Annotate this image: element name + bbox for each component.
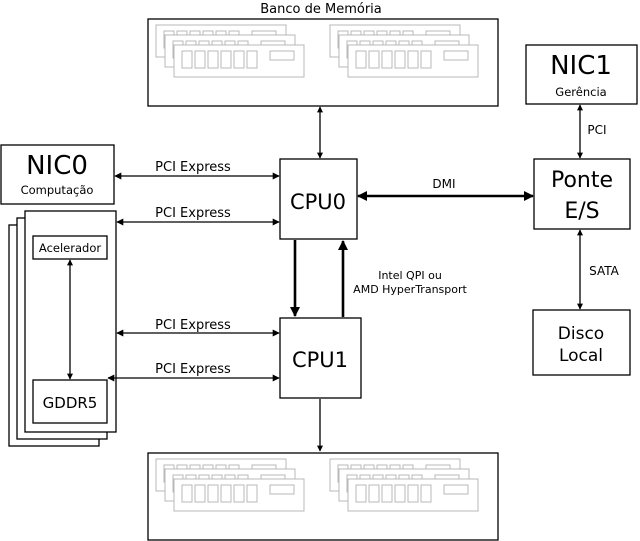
cpu0-bridge-link-label: DMI	[432, 177, 455, 191]
gddr5-memory	[32, 379, 108, 424]
accelerator-card: Acelerador GDDR5	[8, 210, 117, 447]
nic0-subtitle: Computação	[21, 183, 94, 197]
io-bridge-box: Ponte E/S	[533, 158, 631, 230]
memory-module	[173, 478, 305, 512]
memory-modules-bottom	[155, 458, 479, 512]
memory-module	[347, 44, 479, 78]
memory-bank-bottom	[147, 452, 499, 541]
accelerator-cpu0-link-label: PCI Express	[155, 206, 231, 221]
memory-modules-top	[155, 24, 479, 78]
nic1-bridge-link-label: PCI	[587, 123, 606, 137]
io-bridge-label-line2: E/S	[564, 199, 599, 224]
accelerator-cpu1-link-a-label: PCI Express	[155, 318, 231, 333]
nic1-label: NIC1	[550, 51, 612, 81]
local-disk-box: Disco Local	[532, 309, 631, 376]
memory-module	[173, 44, 305, 78]
cpu1-label: CPU1	[292, 348, 348, 372]
cpu0-label: CPU0	[290, 190, 346, 214]
interconnect-label-line2: AMD HyperTransport	[353, 283, 467, 296]
nic0-box: NIC0 Computação	[0, 144, 115, 205]
io-bridge-label-line1: Ponte	[551, 168, 613, 193]
local-disk-label-line2: Local	[559, 346, 603, 366]
memory-module	[347, 478, 479, 512]
nic1-subtitle: Gerência	[555, 85, 606, 99]
accelerator-chip	[32, 235, 108, 260]
interconnect-label-line1: Intel QPI ou	[378, 269, 442, 282]
nic0-cpu0-link-label: PCI Express	[155, 160, 231, 175]
memory-bank-title: Banco de Memória	[260, 2, 382, 17]
bridge-disk-link-label: SATA	[589, 264, 620, 278]
nic0-label: NIC0	[26, 151, 88, 181]
memory-bank-top: Banco de Memória	[147, 2, 499, 107]
cpu1-box: CPU1	[279, 317, 362, 399]
gddr5-label: GDDR5	[43, 394, 98, 412]
accelerator-label: Acelerador	[39, 241, 101, 255]
cpu0-box: CPU0	[279, 158, 358, 240]
accelerator-cpu1-link-b-label: PCI Express	[155, 362, 231, 377]
nic1-box: NIC1 Gerência	[525, 44, 638, 105]
local-disk-label-line1: Disco	[558, 324, 604, 344]
